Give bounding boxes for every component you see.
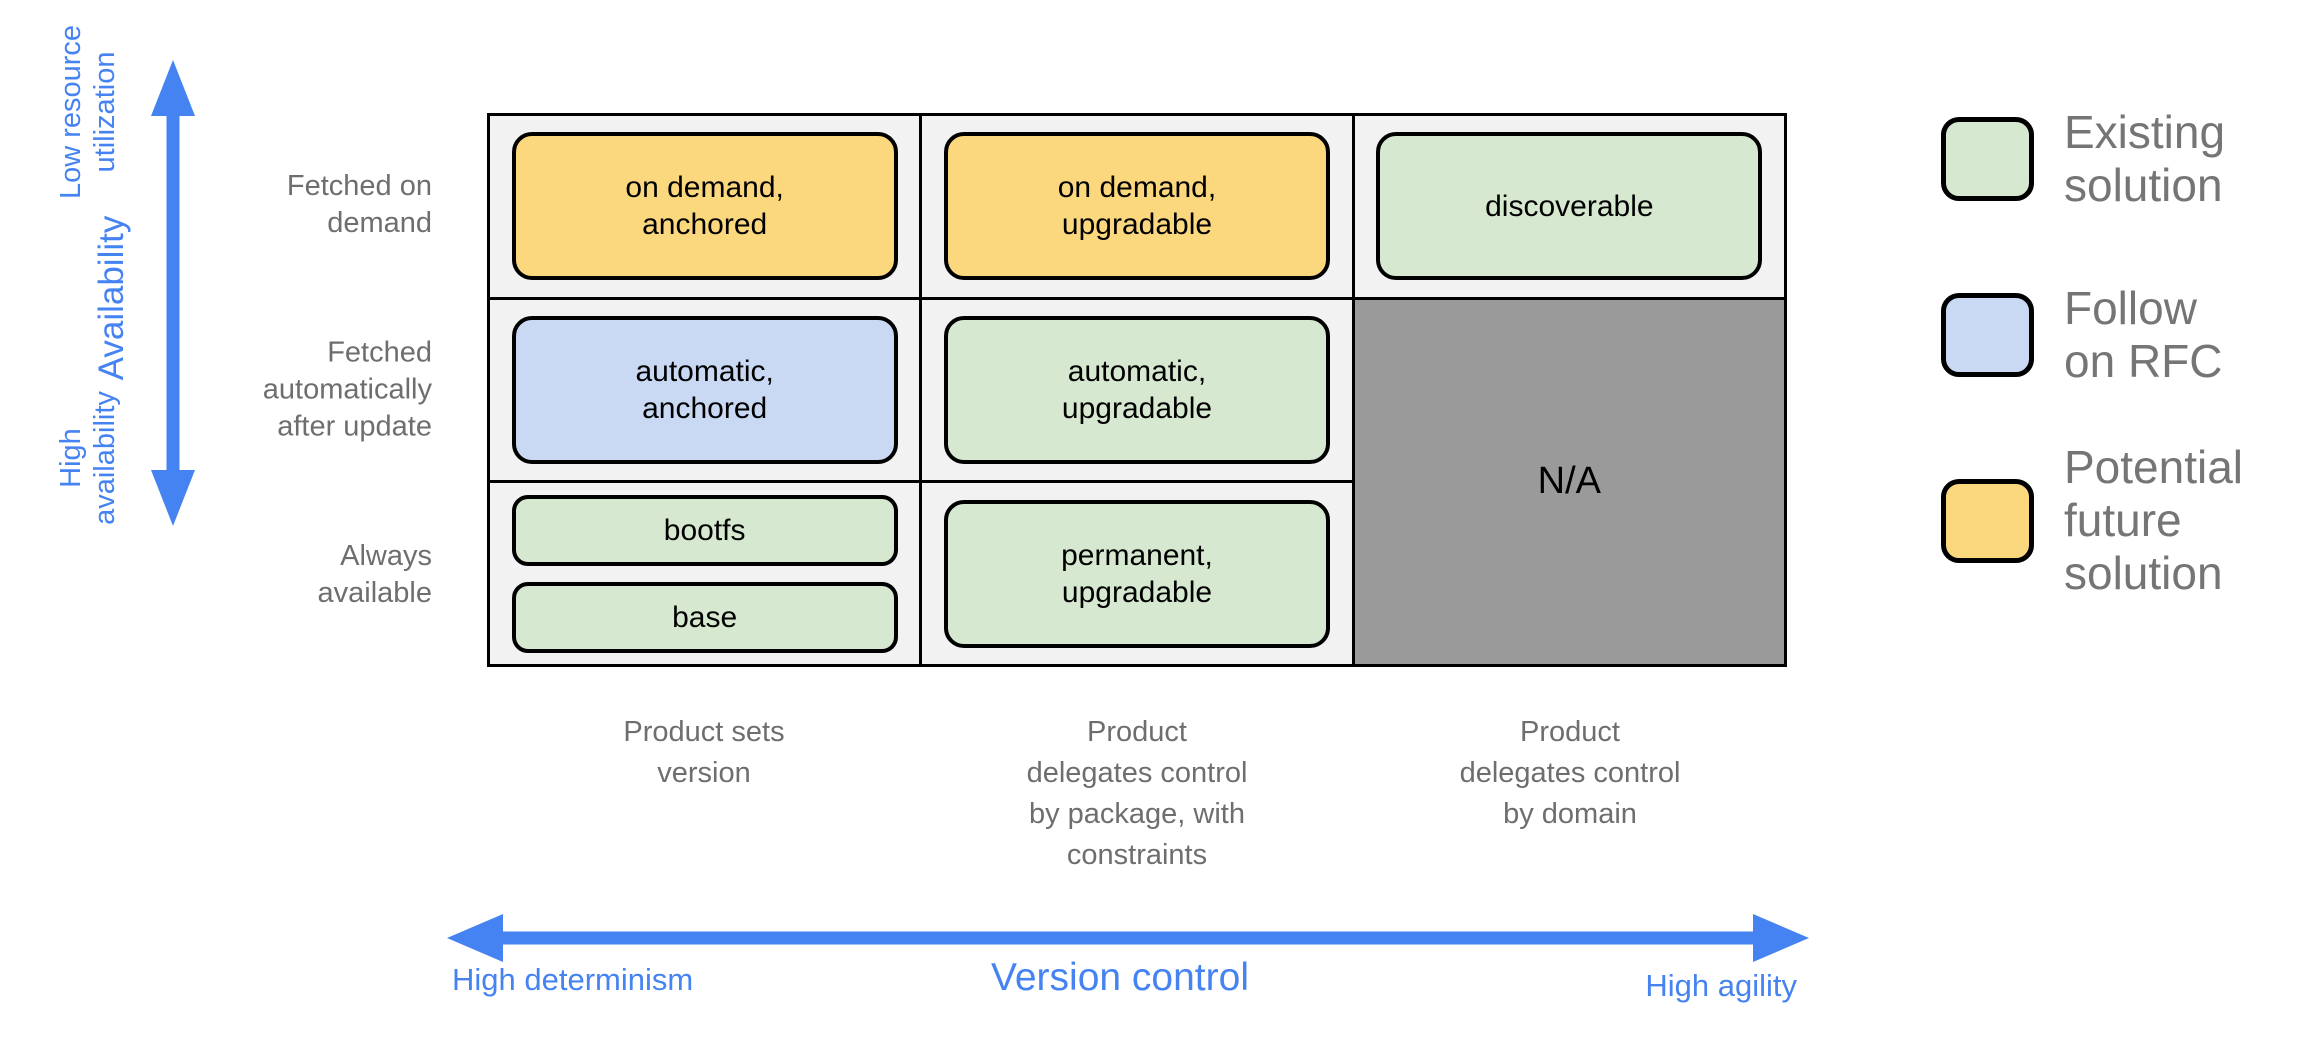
y-axis-bottom-label-line1: High — [55, 428, 87, 488]
col-label-line: delegates control — [1026, 757, 1248, 789]
box-on-demand-anchored: on demand, anchored — [511, 132, 898, 281]
box-label-line: on demand, — [625, 171, 784, 205]
x-axis-left-label-text: High determinism — [452, 962, 694, 997]
col-label-line: version — [657, 757, 751, 789]
na-label: N/A — [1537, 460, 1601, 503]
legend-item-follow-on-rfc: Follow on RFC — [1941, 282, 2222, 388]
col-label-line: delegates control — [1459, 757, 1681, 789]
box-automatic-upgradable: automatic, upgradable — [943, 315, 1330, 464]
col-label-product-sets-version: Product sets version — [474, 712, 934, 794]
y-axis-bottom-label: High availability — [54, 391, 122, 525]
box-on-demand-upgradable: on demand, upgradable — [943, 132, 1330, 281]
legend-item-potential-future-solution: Potential future solution — [1941, 441, 2243, 600]
row-label-fetched-on-demand: Fetched on demand — [130, 168, 432, 242]
col-label-delegates-by-package: Product delegates control by package, wi… — [907, 712, 1367, 876]
box-label-line: discoverable — [1485, 189, 1654, 223]
legend-label-line: solution — [2064, 159, 2223, 211]
box-automatic-anchored: automatic, anchored — [511, 315, 898, 464]
row-label-always-available: Always available — [130, 538, 432, 612]
y-axis-top-label: Low resource utilization — [54, 25, 122, 199]
legend-label-line: future — [2064, 494, 2182, 546]
legend-label-line: Follow — [2064, 282, 2197, 334]
matrix-cell-r2c2: automatic, upgradable — [922, 299, 1352, 481]
availability-version-matrix: on demand, anchored on demand, upgradabl… — [487, 113, 1787, 667]
version-control-axis-arrow-icon — [447, 914, 1809, 962]
y-axis-title: Availability — [92, 215, 131, 381]
row-label-line: Fetched on — [286, 170, 432, 202]
box-label-line: upgradable — [1061, 575, 1213, 609]
potential-future-swatch-icon — [1941, 478, 2034, 563]
y-axis-bottom-label-line2: availability — [89, 391, 121, 525]
row-label-line: after update — [277, 410, 432, 443]
matrix-cell-r3c1: bootfs base — [490, 483, 920, 664]
bootfs-base-stack: bootfs base — [511, 494, 898, 653]
existing-solution-swatch-icon — [1941, 117, 2034, 201]
box-label-line: upgradable — [1061, 391, 1213, 425]
row-label-line: demand — [327, 207, 432, 239]
box-label-line: upgradable — [1061, 208, 1213, 242]
legend-label-line: Potential — [2064, 441, 2244, 493]
matrix-cell-not-applicable: N/A — [1354, 299, 1784, 664]
matrix-cell-r1c2: on demand, upgradable — [922, 116, 1352, 297]
row-label-line: automatically — [262, 373, 432, 406]
matrix-cell-r2c1: automatic, anchored — [490, 299, 920, 481]
box-label-line: automatic, — [635, 354, 774, 388]
box-label-line: bootfs — [663, 513, 746, 547]
legend-label: Potential future solution — [2064, 441, 2243, 600]
legend-label-line: Existing — [2064, 106, 2226, 158]
x-axis-title: Version control — [991, 956, 1249, 1000]
box-permanent-upgradable: permanent, upgradable — [943, 499, 1330, 648]
y-axis-top-label-line2: utilization — [89, 51, 121, 173]
x-axis-left-label: High determinism — [452, 962, 693, 998]
matrix-cell-r1c1: on demand, anchored — [490, 116, 920, 297]
y-axis-top-label-line1: Low resource — [55, 24, 87, 200]
box-bootfs: bootfs — [511, 494, 898, 566]
legend-label-line: on RFC — [2064, 335, 2223, 387]
follow-on-rfc-swatch-icon — [1941, 293, 2034, 377]
row-label-line: Always — [340, 540, 432, 572]
box-label-line: automatic, — [1067, 354, 1207, 388]
matrix-cell-r3c2: permanent, upgradable — [922, 483, 1352, 664]
col-label-line: Product sets — [623, 716, 785, 748]
box-discoverable: discoverable — [1376, 132, 1763, 281]
col-label-line: Product — [1520, 716, 1620, 748]
col-label-line: Product — [1087, 716, 1187, 748]
col-label-line: constraints — [1066, 839, 1208, 871]
col-label-line: by package, with — [1028, 798, 1245, 830]
row-label-line: Fetched — [327, 336, 432, 369]
x-axis-right-label: High agility — [1645, 968, 1797, 1004]
box-label-line: anchored — [642, 208, 768, 242]
x-axis-title-text: Version control — [991, 956, 1249, 999]
box-label-line: anchored — [642, 391, 768, 425]
box-label-line: on demand, — [1057, 171, 1217, 205]
y-axis-title-text: Availability — [92, 215, 131, 381]
box-label-line: base — [672, 600, 738, 634]
col-label-line: by domain — [1503, 798, 1637, 830]
legend-label-line: solution — [2064, 547, 2223, 599]
legend-label: Existing solution — [2064, 106, 2225, 212]
row-label-fetched-automatically: Fetched automatically after update — [130, 335, 432, 446]
legend-item-existing-solution: Existing solution — [1941, 106, 2225, 212]
box-label-line: permanent, — [1061, 538, 1213, 572]
availability-axis-arrow-icon — [151, 60, 195, 526]
matrix-cell-r1c3: discoverable — [1354, 116, 1784, 297]
box-base: base — [511, 581, 898, 653]
row-label-line: available — [317, 577, 432, 609]
x-axis-right-label-text: High agility — [1645, 968, 1797, 1003]
legend-label: Follow on RFC — [2064, 282, 2222, 388]
col-label-delegates-by-domain: Product delegates control by domain — [1340, 712, 1800, 835]
